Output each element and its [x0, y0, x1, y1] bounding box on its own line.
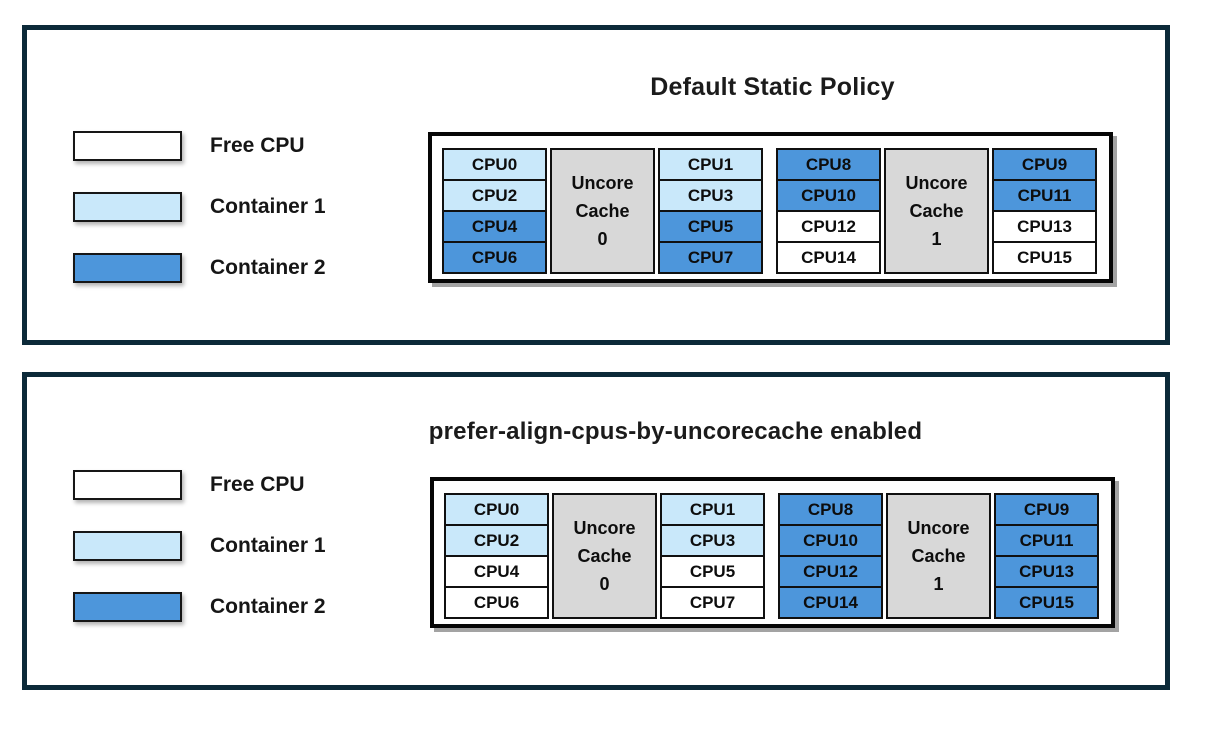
cpu-cell-cpu3: CPU3: [658, 179, 763, 212]
cpu-cell-cpu2: CPU2: [442, 179, 547, 212]
cpu-cell-cpu5: CPU5: [660, 555, 765, 588]
cpu-cell-cpu6: CPU6: [444, 586, 549, 619]
cpu-cell-cpu2: CPU2: [444, 524, 549, 557]
cpu-cell-cpu0: CPU0: [442, 148, 547, 181]
legend-label: Container 1: [210, 195, 326, 218]
free-cpu-swatch: [73, 470, 182, 500]
cpu-cell-cpu11: CPU11: [992, 179, 1097, 212]
cpu-cell-cpu3: CPU3: [660, 524, 765, 557]
panel-title: prefer-align-cpus-by-uncorecache enabled: [428, 418, 923, 445]
container-2-swatch: [73, 592, 182, 622]
legend-label: Container 2: [210, 256, 326, 279]
legend: Free CPU Container 1 Container 2: [73, 131, 326, 314]
cpu-cell-cpu12: CPU12: [778, 555, 883, 588]
cpu-cell-cpu10: CPU10: [776, 179, 881, 212]
cpu-cell-cpu15: CPU15: [992, 241, 1097, 274]
panel-prefer-align-uncorecache: prefer-align-cpus-by-uncorecache enabled…: [22, 372, 1170, 690]
container-1-swatch: [73, 531, 182, 561]
uncore-cache-1-block: Uncore Cache 1: [884, 148, 989, 274]
cpu-cell-cpu12: CPU12: [776, 210, 881, 243]
cpu-cell-cpu10: CPU10: [778, 524, 883, 557]
panel-title: Default Static Policy: [650, 73, 895, 101]
cpu-cell-cpu5: CPU5: [658, 210, 763, 243]
legend-label: Container 2: [210, 595, 326, 618]
cpu-cell-cpu4: CPU4: [442, 210, 547, 243]
legend-item-free-cpu: Free CPU: [73, 131, 326, 161]
cpu-cell-cpu8: CPU8: [776, 148, 881, 181]
free-cpu-swatch: [73, 131, 182, 161]
legend-item-container-1: Container 1: [73, 531, 326, 561]
legend-item-free-cpu: Free CPU: [73, 470, 326, 500]
cpu-cell-cpu14: CPU14: [776, 241, 881, 274]
cpu-cell-cpu7: CPU7: [660, 586, 765, 619]
uncore-cache-0-block: Uncore Cache 0: [550, 148, 655, 274]
cpu-cell-cpu15: CPU15: [994, 586, 1099, 619]
uncore-cache-0-block: Uncore Cache 0: [552, 493, 657, 619]
cpu-cell-cpu14: CPU14: [778, 586, 883, 619]
cpu-cell-cpu6: CPU6: [442, 241, 547, 274]
legend-item-container-1: Container 1: [73, 192, 326, 222]
cpu-cell-cpu7: CPU7: [658, 241, 763, 274]
cpu-cell-cpu13: CPU13: [994, 555, 1099, 588]
legend-item-container-2: Container 2: [73, 592, 326, 622]
container-1-swatch: [73, 192, 182, 222]
panel-default-static-policy: Default Static Policy Free CPU Container …: [22, 25, 1170, 345]
legend-label: Free CPU: [210, 134, 305, 157]
cpu-cell-cpu1: CPU1: [658, 148, 763, 181]
legend-item-container-2: Container 2: [73, 253, 326, 283]
cpu-cell-cpu9: CPU9: [994, 493, 1099, 526]
legend-label: Free CPU: [210, 473, 305, 496]
cpu-cell-cpu4: CPU4: [444, 555, 549, 588]
uncore-cache-1-block: Uncore Cache 1: [886, 493, 991, 619]
cpu-cell-cpu9: CPU9: [992, 148, 1097, 181]
legend-label: Container 1: [210, 534, 326, 557]
container-2-swatch: [73, 253, 182, 283]
cpu-cell-cpu1: CPU1: [660, 493, 765, 526]
cpu-cell-cpu11: CPU11: [994, 524, 1099, 557]
legend: Free CPU Container 1 Container 2: [73, 470, 326, 653]
cpu-cell-cpu8: CPU8: [778, 493, 883, 526]
cpu-cell-cpu13: CPU13: [992, 210, 1097, 243]
cpu-cell-cpu0: CPU0: [444, 493, 549, 526]
